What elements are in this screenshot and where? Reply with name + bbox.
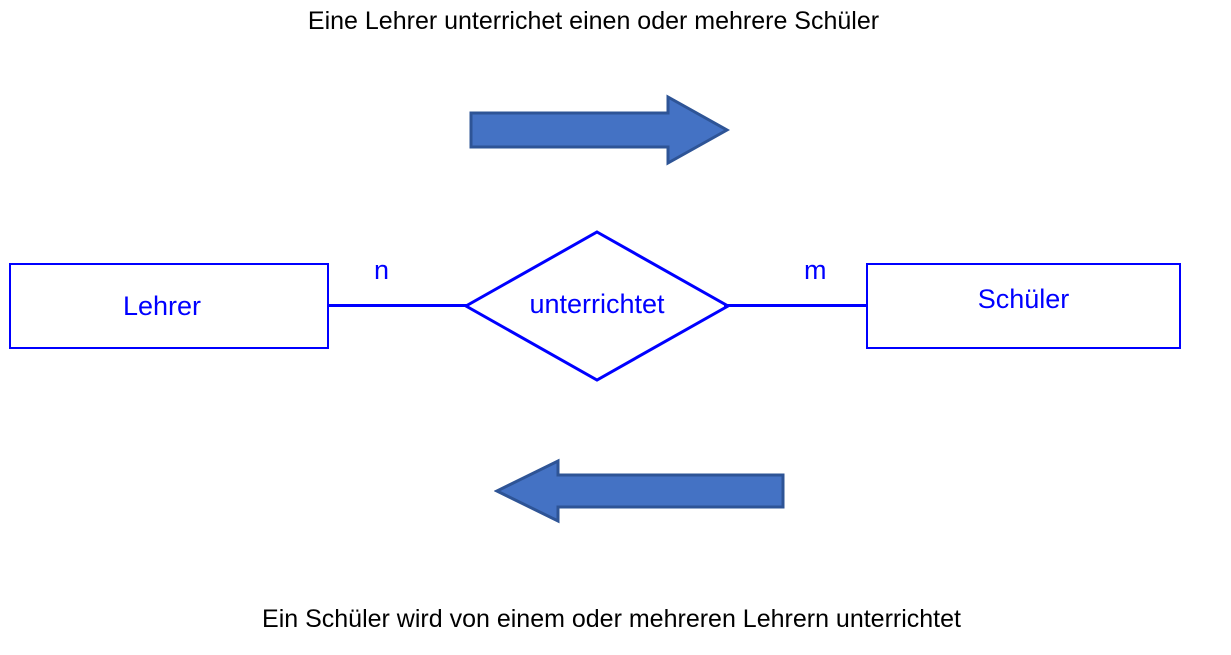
relationship-diamond-unterrichtet[interactable] — [460, 226, 734, 388]
cardinality-label-m: m — [804, 255, 827, 285]
caption-top: Eine Lehrer unterrichet einen oder mehre… — [307, 7, 880, 35]
entity-box-schueler[interactable]: Schüler — [866, 263, 1181, 349]
connector-line-right — [724, 304, 867, 307]
block-arrow-right-icon — [468, 94, 731, 166]
block-arrow-left-icon — [493, 458, 786, 524]
connector-line-left — [328, 304, 470, 307]
caption-bottom: Ein Schüler wird von einem oder mehreren… — [262, 605, 961, 633]
entity-label-schueler: Schüler — [977, 284, 1070, 314]
cardinality-label-n: n — [374, 255, 390, 285]
entity-label-lehrer: Lehrer — [122, 291, 202, 321]
entity-box-lehrer[interactable]: Lehrer — [9, 263, 329, 349]
